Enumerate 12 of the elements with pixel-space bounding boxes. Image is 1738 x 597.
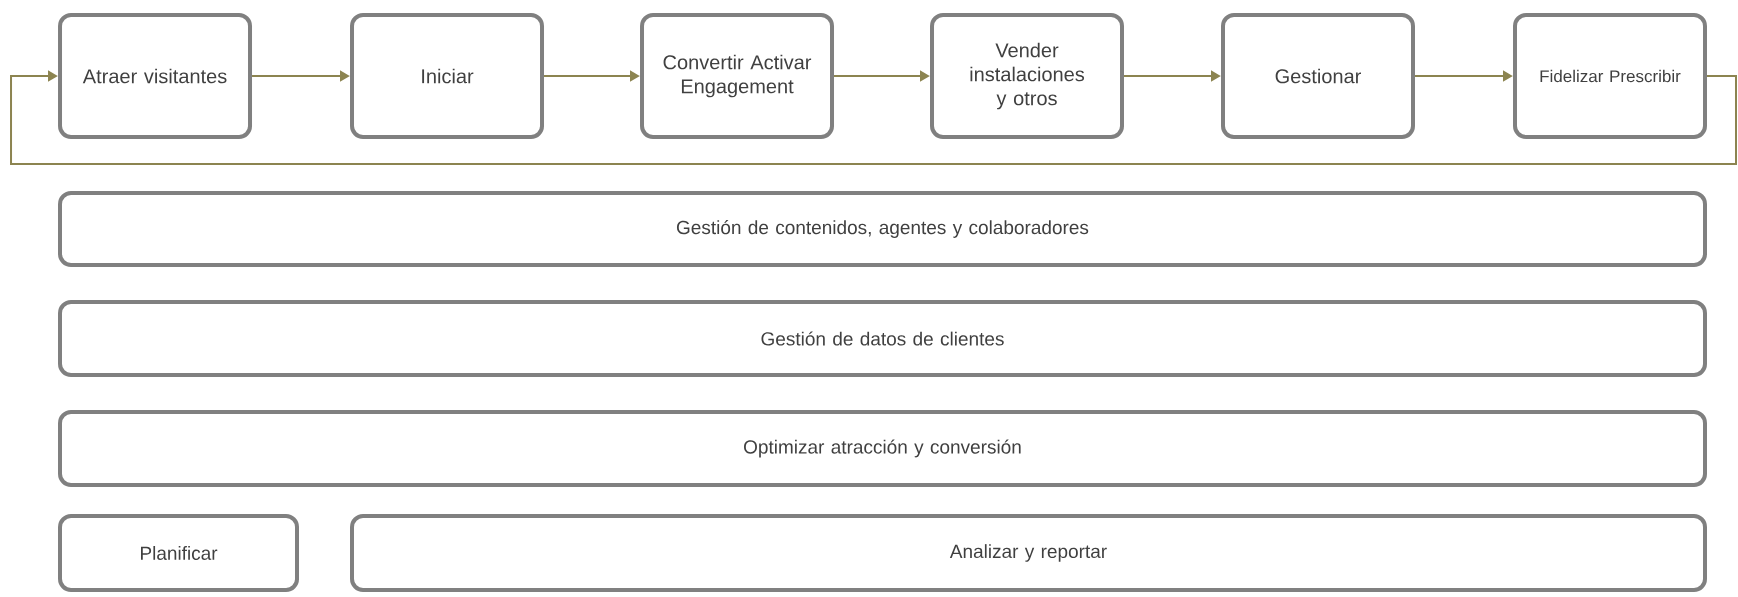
process-box: Optimizar atracción y conversión [58,410,1707,487]
process-box: Atraer visitantes [58,13,252,139]
process-box: Iniciar [350,13,544,139]
process-box: Gestión de contenidos, agentes y colaboradores [58,191,1707,267]
arrow [10,70,1737,165]
process-box: Gestión de datos de clientes [58,300,1707,377]
process-box: Planificar [58,514,299,592]
process-box: Vender instalaciones y otros [930,13,1124,139]
process-box: Gestionar [1221,13,1415,139]
process-box: Convertir Activar Engagement [640,13,834,139]
process-box: Fidelizar Prescribir [1513,13,1707,139]
process-box: Analizar y reportar [350,514,1707,592]
